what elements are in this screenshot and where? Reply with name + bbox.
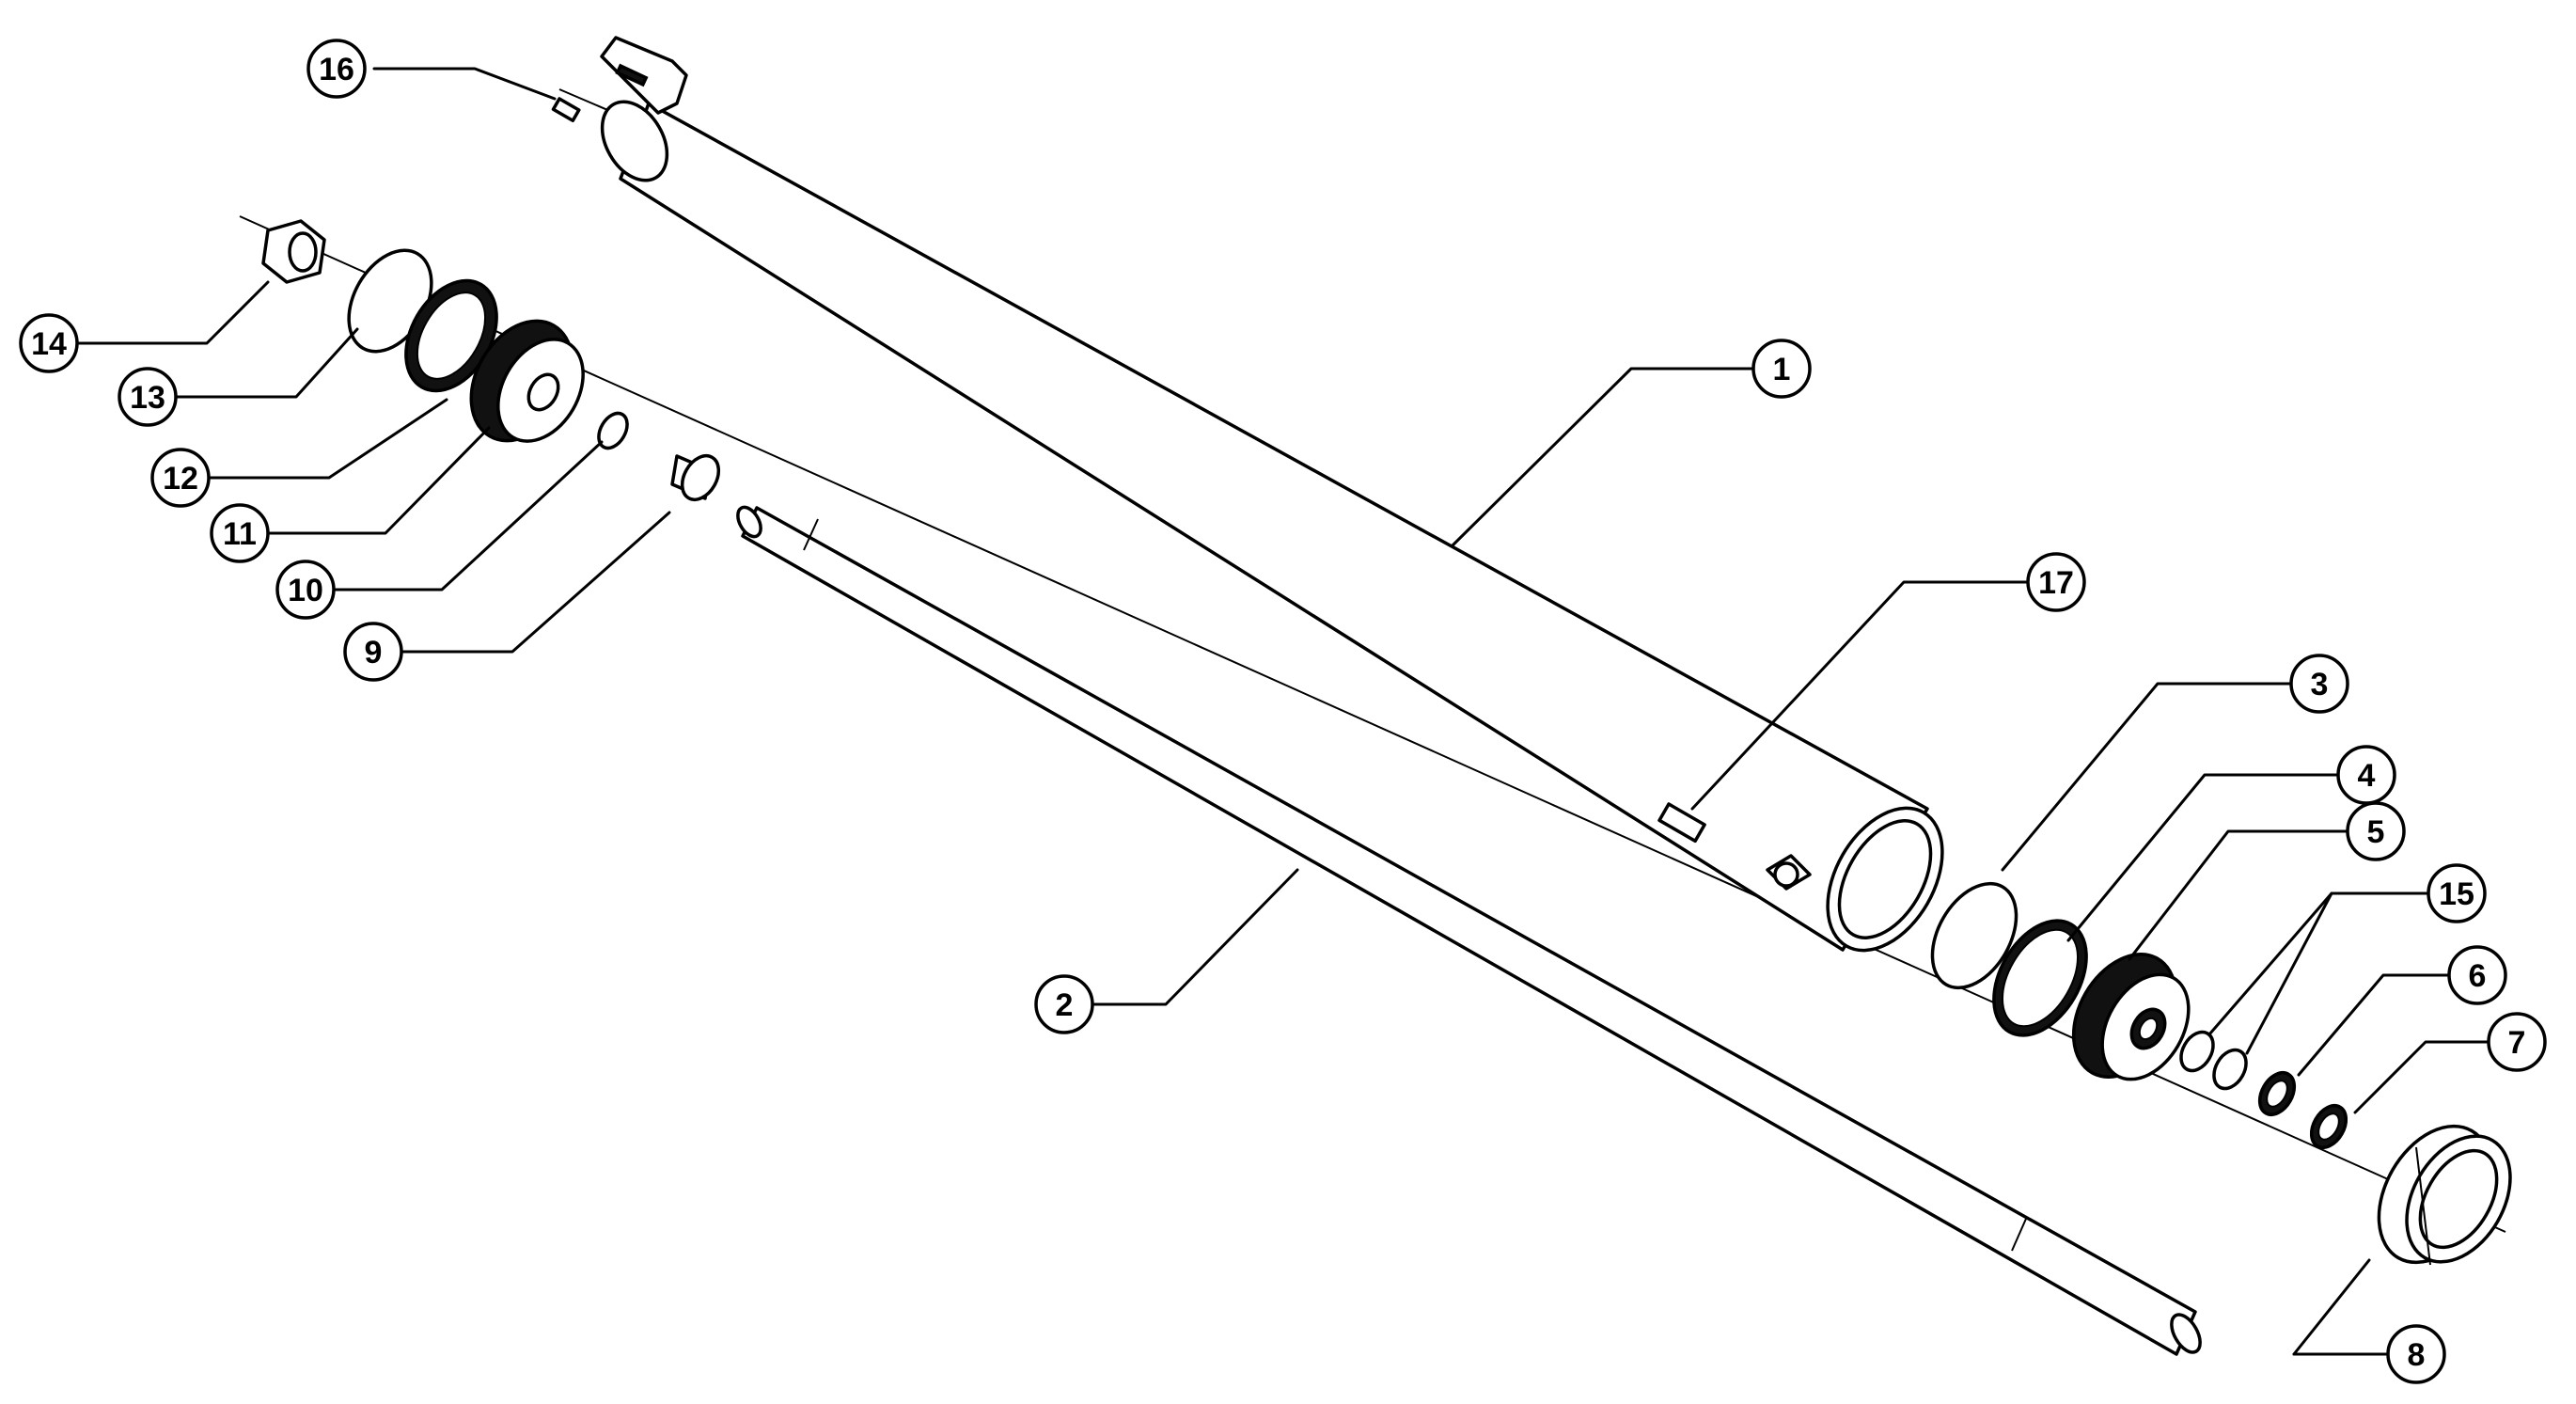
wiper <box>2309 1103 2348 1150</box>
callout-label: 10 <box>288 573 323 608</box>
callout-15: 15 <box>2427 863 2487 923</box>
piston <box>469 319 585 443</box>
callout-6: 6 <box>2447 945 2507 1005</box>
callout-1: 1 <box>1751 339 1812 399</box>
leader-lines <box>75 67 2490 1356</box>
callout-16: 16 <box>306 39 367 99</box>
callout-label: 15 <box>2439 876 2474 912</box>
callout-label: 2 <box>1056 987 1074 1023</box>
rod-seal <box>2257 1070 2297 1117</box>
callout-10: 10 <box>275 560 336 620</box>
callout-label: 12 <box>163 461 198 497</box>
callout-label: 4 <box>2358 758 2376 794</box>
callout-17: 17 <box>2026 552 2086 612</box>
callout-label: 9 <box>365 635 383 670</box>
callout-label: 7 <box>2508 1025 2526 1061</box>
callout-5: 5 <box>2346 801 2406 861</box>
end-cap <box>2377 1124 2512 1266</box>
callout-label: 13 <box>130 380 165 416</box>
callout-label: 5 <box>2367 814 2385 850</box>
callout-12: 12 <box>150 448 211 508</box>
callout-label: 8 <box>2408 1337 2426 1373</box>
o-ring-small <box>597 411 629 450</box>
grease-fitting <box>551 97 581 123</box>
nut <box>261 219 326 284</box>
callout-label: 1 <box>1773 352 1791 387</box>
callout-14: 14 <box>19 313 79 373</box>
callout-9: 9 <box>343 622 403 682</box>
callout-13: 13 <box>118 367 178 427</box>
gland-seal <box>1992 919 2088 1037</box>
gland <box>2071 953 2191 1081</box>
callout-8: 8 <box>2386 1324 2446 1384</box>
bushing <box>670 453 721 502</box>
callouts: 1 2 3 4 5 6 7 8 9 10 11 12 13 14 15 16 1… <box>19 39 2547 1384</box>
callout-label: 17 <box>2038 565 2074 601</box>
callout-label: 3 <box>2311 667 2329 702</box>
hose-fitting <box>1657 802 1706 844</box>
callout-label: 14 <box>31 326 67 362</box>
piston-seal <box>404 278 498 393</box>
callout-3: 3 <box>2289 654 2349 714</box>
barrel-tube <box>600 36 1944 953</box>
callout-label: 11 <box>223 516 257 552</box>
backup-rings <box>2179 1030 2248 1091</box>
callout-label: 6 <box>2469 958 2487 994</box>
gland-ring <box>1930 881 2018 990</box>
callout-4: 4 <box>2336 745 2396 805</box>
callout-label: 16 <box>319 52 354 87</box>
piston-rod <box>736 505 2202 1356</box>
callout-2: 2 <box>1034 974 1094 1034</box>
callout-7: 7 <box>2487 1012 2547 1072</box>
callout-11: 11 <box>210 503 270 563</box>
